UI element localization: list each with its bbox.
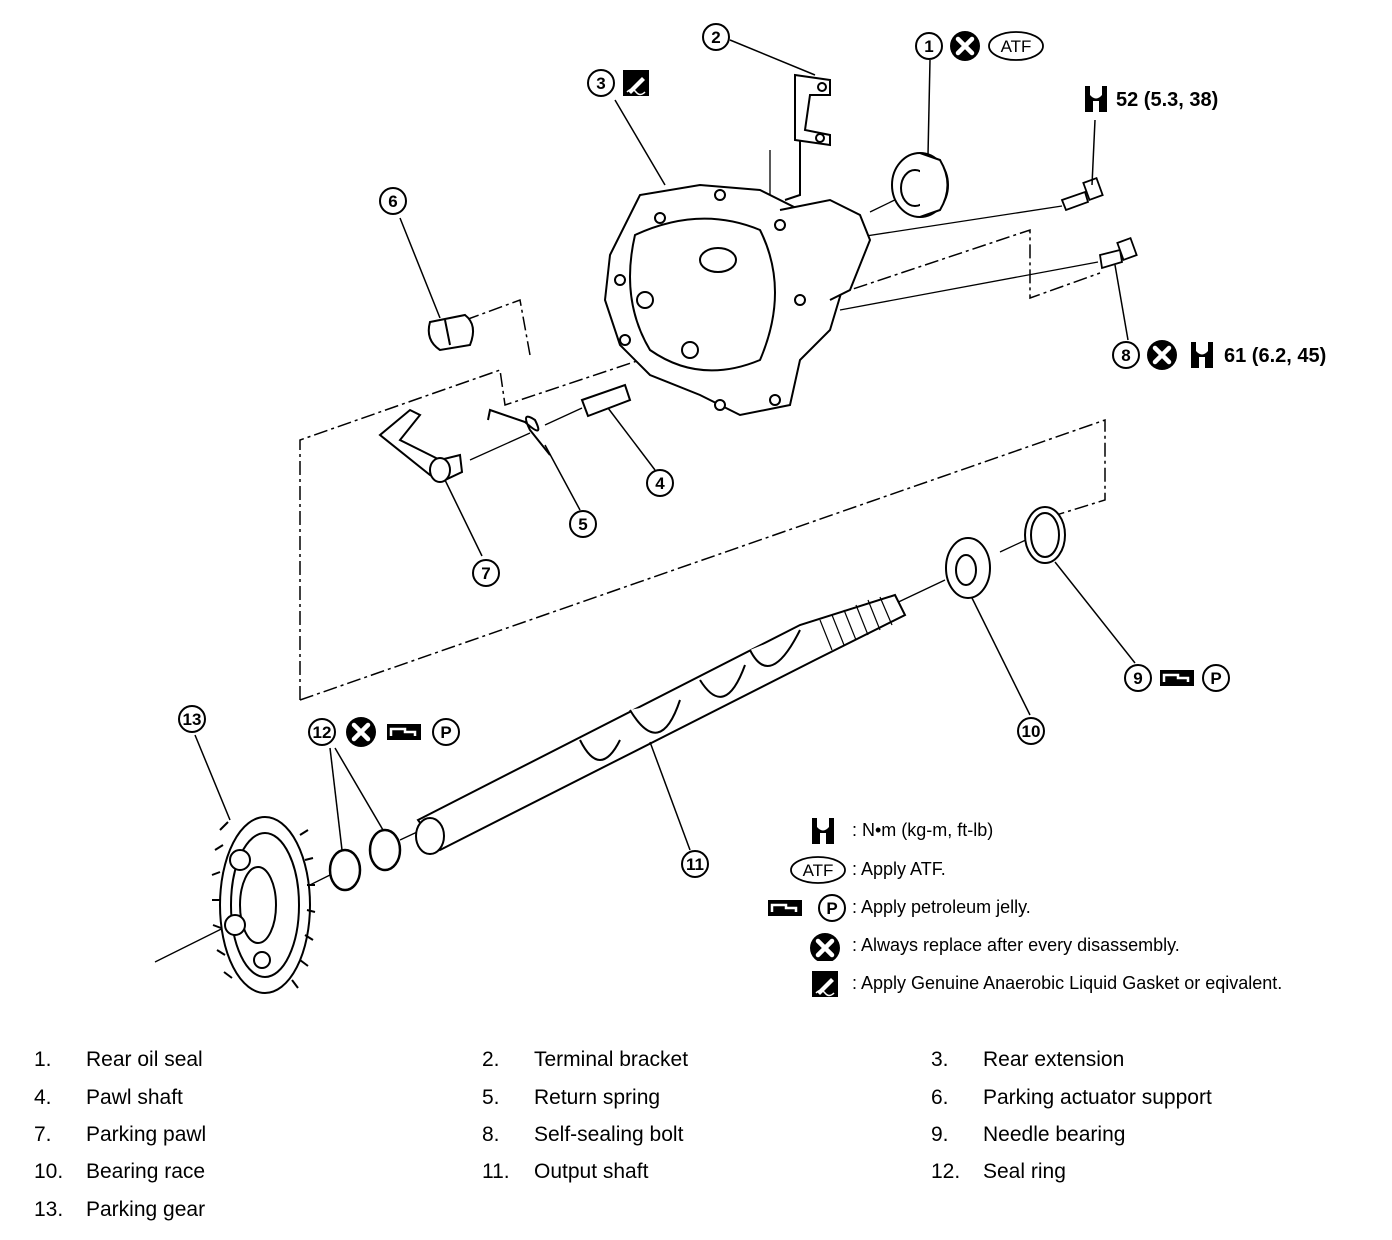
svg-text:4: 4: [655, 474, 665, 493]
callout-3: 3: [587, 69, 615, 97]
callout-12: 12: [308, 718, 336, 746]
gasket-icon: [622, 69, 650, 97]
replace-x-icon: [1147, 340, 1177, 370]
petroleum-p-icon: P: [432, 718, 460, 746]
petroleum-jelly-icon: P: [766, 894, 846, 922]
svg-text:ATF: ATF: [803, 861, 834, 880]
bolt-parts: [1060, 176, 1138, 270]
legend-atf-text: : Apply ATF.: [852, 859, 946, 879]
parking-actuator-support-part: [427, 313, 475, 352]
seal-ring-parts: [328, 828, 402, 892]
terminal-bracket-part: [784, 73, 831, 201]
torque-spec-bolt-1: 52 (5.3, 38): [1116, 89, 1218, 111]
callout-9: 9: [1124, 664, 1152, 692]
svg-text:2: 2: [711, 28, 720, 47]
svg-text:P: P: [1210, 669, 1221, 688]
bearing-race-part: [945, 537, 991, 599]
svg-text:7: 7: [481, 564, 490, 583]
svg-text:P: P: [440, 723, 451, 742]
parking-gear-part: [211, 816, 316, 994]
svg-text:5: 5: [578, 515, 587, 534]
gasket-icon: [811, 970, 839, 998]
svg-text:6: 6: [388, 192, 397, 211]
svg-text:11: 11: [686, 855, 704, 874]
callout-6: 6: [379, 187, 407, 215]
legend-gasket-text: : Apply Genuine Anaerobic Liquid Gasket …: [852, 973, 1283, 993]
replace-x-icon: [346, 717, 376, 747]
svg-text:ATF: ATF: [1001, 37, 1032, 56]
legend-row-replace: : Always replace after every disassembly…: [740, 931, 1380, 961]
petroleum-p-icon: P: [1202, 664, 1230, 692]
callout-11: 11: [681, 850, 709, 878]
callout-10: 10: [1017, 717, 1045, 745]
needle-bearing-part: [1024, 506, 1066, 564]
legend-torque-text: : N•m (kg-m, ft-lb): [852, 820, 994, 840]
svg-text:3: 3: [596, 74, 605, 93]
dash-dot-outline: [299, 228, 1106, 701]
callout-4: 4: [646, 469, 674, 497]
atf-icon: ATF: [790, 856, 846, 884]
parking-pawl-part: [378, 408, 464, 483]
torque-spec-bolt-8: 61 (6.2, 45): [1224, 345, 1326, 367]
exploded-view-diagram: P: [154, 23, 1326, 994]
rear-extension-part: [603, 183, 872, 417]
replace-x-icon: [950, 31, 980, 61]
pawl-shaft-part: [580, 383, 632, 418]
svg-text:12: 12: [313, 723, 332, 742]
petroleum-jelly-icon: [385, 722, 423, 742]
callout-5: 5: [569, 510, 597, 538]
legend-replace-text: : Always replace after every disassembly…: [852, 935, 1180, 955]
callout-8: 8: [1112, 341, 1140, 369]
callout-7: 7: [472, 559, 500, 587]
callout-1: 1: [915, 32, 943, 60]
svg-text:P: P: [826, 899, 837, 918]
svg-text:13: 13: [183, 710, 202, 729]
wrench-icon: [1085, 86, 1107, 112]
return-spring-part: [487, 408, 551, 456]
leader-lines: [194, 39, 1136, 851]
wrench-icon: [1191, 342, 1213, 368]
callout-2: 2: [702, 23, 730, 51]
petroleum-jelly-icon: [1158, 668, 1196, 688]
output-shaft-part: [415, 593, 907, 855]
legend-row-gasket: : Apply Genuine Anaerobic Liquid Gasket …: [740, 969, 1380, 999]
legend-row-petroleum: P : Apply petroleum jelly.: [740, 893, 1380, 923]
svg-text:1: 1: [924, 37, 933, 56]
rear-oil-seal-part: [891, 152, 949, 218]
svg-text:8: 8: [1121, 346, 1130, 365]
legend-row-torque: : N•m (kg-m, ft-lb): [740, 816, 1380, 846]
svg-text:9: 9: [1133, 669, 1142, 688]
wrench-icon: [812, 818, 834, 844]
replace-x-icon: [808, 931, 842, 961]
callout-13: 13: [178, 705, 206, 733]
legend-petroleum-text: : Apply petroleum jelly.: [852, 897, 1031, 917]
atf-icon: ATF: [988, 31, 1044, 61]
svg-text:10: 10: [1022, 722, 1041, 741]
legend-row-atf: ATF : Apply ATF.: [740, 855, 1380, 885]
